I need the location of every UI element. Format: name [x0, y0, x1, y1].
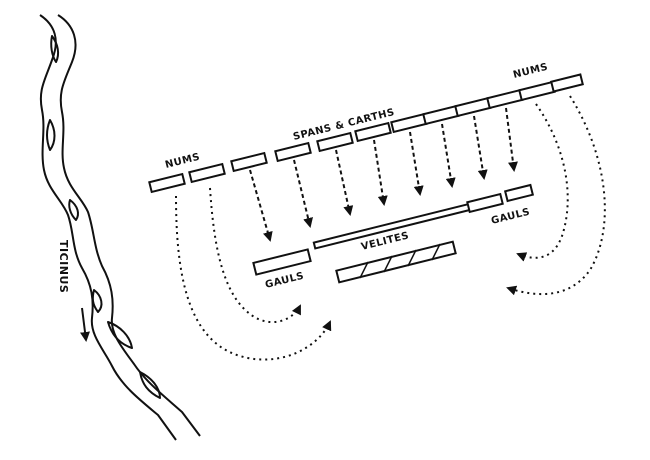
river-island-1	[50, 35, 60, 63]
gauls-left-unit	[252, 248, 312, 276]
numidian-unit-left-2	[188, 162, 226, 184]
numidians-left-label: NUMS	[164, 152, 201, 171]
numidians-right-label: NUMS	[512, 62, 549, 81]
river-island-4	[91, 289, 103, 313]
rear-line-unit	[335, 240, 457, 284]
infantry-unit-8	[486, 88, 524, 110]
right-envelopment-inner	[516, 103, 569, 262]
infantry-unit-7	[454, 96, 492, 118]
numidian-unit-right-1	[518, 80, 556, 102]
infantry-unit-1	[230, 151, 268, 173]
infantry-unit-3	[316, 131, 354, 153]
infantry-unit-6	[422, 104, 460, 126]
river-island-2	[46, 119, 56, 151]
envelopment-arrows	[175, 95, 606, 361]
numidian-unit-right-2	[550, 73, 584, 93]
numidian-unit-left-1	[148, 172, 186, 194]
ticinus-river	[39, 14, 201, 441]
infantry-unit-5	[390, 112, 428, 134]
advance-arrow-8	[505, 107, 518, 172]
river-island-5	[107, 321, 133, 349]
river-island-3	[68, 199, 79, 221]
rear-line-dividers	[359, 243, 441, 279]
gauls-right-label: GAULS	[490, 207, 531, 227]
gauls-right-unit-2	[503, 183, 535, 203]
left-envelopment-outer	[175, 195, 332, 361]
advance-arrow-7	[473, 115, 488, 180]
advance-arrow-5	[409, 131, 424, 196]
gauls-left-label: GAULS	[264, 271, 305, 291]
ticinus-label: TICINUS	[57, 240, 70, 293]
gauls-right-unit-1	[466, 192, 504, 214]
roman-side-units	[252, 183, 535, 284]
left-envelopment-inner	[209, 187, 301, 324]
advance-arrow-2	[293, 159, 313, 228]
advance-arrows	[249, 107, 518, 242]
advance-arrow-6	[441, 123, 456, 188]
infantry-unit-2	[274, 141, 312, 163]
infantry-unit-4	[354, 121, 392, 143]
main-line-units	[148, 73, 584, 194]
river-island-6	[139, 371, 161, 399]
river-flow-arrow	[80, 307, 90, 342]
advance-arrow-4	[373, 139, 388, 206]
advance-arrow-1	[249, 169, 273, 242]
advance-arrow-3	[335, 149, 354, 216]
